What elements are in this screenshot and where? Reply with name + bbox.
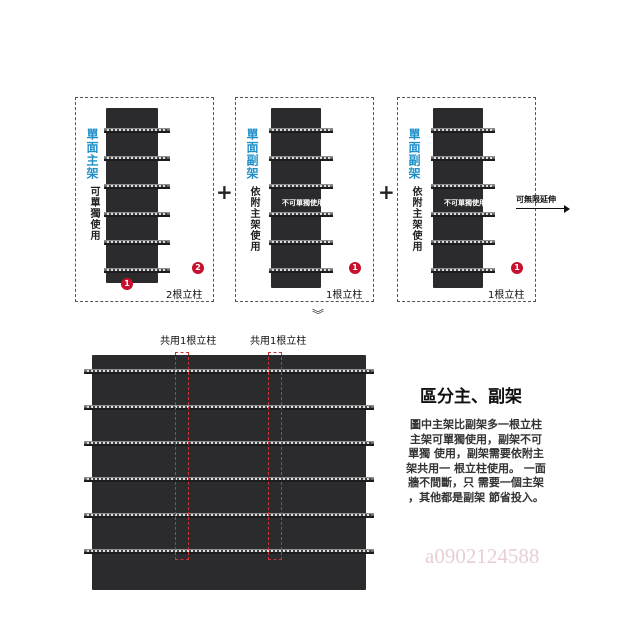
sub-shelf-module: 單面副架 依附主架使用 不可單獨使用 1 1根立柱	[397, 97, 536, 302]
module-title: 單面副架	[245, 128, 259, 180]
shelf-unit-image	[269, 108, 333, 288]
shelf-unit-image	[431, 108, 495, 288]
shelf-board	[269, 128, 333, 133]
combined-shelf-image	[84, 355, 374, 590]
module-title: 單面副架	[407, 128, 421, 180]
shelf-board	[104, 240, 170, 245]
post-count: 1根立柱	[326, 290, 363, 301]
paragraph-line: 架共用一 根立柱使用。 一面	[406, 461, 546, 475]
shelf-board	[104, 212, 170, 217]
module-desc: 依附主架使用	[248, 186, 259, 252]
paragraph-line: 單獨 使用，副架需要依附主	[408, 447, 544, 460]
post-count: 2根立柱	[166, 290, 203, 301]
shelf-board	[84, 369, 374, 374]
arrow-icon	[516, 208, 566, 209]
post-badge: 1	[511, 262, 523, 274]
shelf-board	[269, 184, 333, 189]
shared-post-label: 共用1根立柱	[160, 336, 217, 347]
shelf-board	[269, 156, 333, 161]
shared-post-label: 共用1根立柱	[250, 336, 307, 347]
post-badge: 2	[192, 262, 204, 274]
shelf-board	[431, 128, 495, 133]
paragraph-line: 圖中主架比副架多一根立柱	[410, 418, 542, 431]
sub-shelf-module: 單面副架 依附主架使用 不可單獨使用 1 1根立柱	[235, 97, 374, 302]
shelf-board	[431, 268, 495, 273]
description-paragraph: 圖中主架比副架多一根立柱主架可單獨使用，副架不可單獨 使用，副架需要依附主架共用…	[386, 418, 566, 505]
plus-sign: +	[216, 180, 233, 204]
shelf-board	[269, 268, 333, 273]
paragraph-line: 主架可單獨使用，副架不可	[410, 432, 542, 446]
shelf-board	[269, 240, 333, 245]
shelf-board	[84, 441, 374, 446]
shelf-unit-image	[104, 108, 170, 283]
post-count: 1根立柱	[488, 290, 525, 301]
shared-post-highlight	[268, 352, 282, 560]
paragraph-line: 牆不間斷，只 需要一個主架	[408, 476, 544, 489]
chevron-down-icon: ︾	[312, 308, 325, 322]
post-badge: 1	[121, 278, 133, 290]
watermark: a0902124588	[425, 544, 540, 568]
shelf-board	[84, 549, 374, 554]
shelf-board	[104, 156, 170, 161]
shelf-board	[431, 184, 495, 189]
module-desc: 可單獨使用	[88, 186, 99, 241]
arrow-head-icon	[564, 205, 570, 213]
shelf-board	[104, 268, 170, 273]
shelf-board	[431, 212, 495, 217]
overlay-text: 不可單獨使用	[444, 199, 486, 207]
shelf-board	[431, 156, 495, 161]
shelf-board	[269, 212, 333, 217]
shelf-board	[104, 128, 170, 133]
shared-post-highlight	[175, 352, 189, 560]
overlay-text: 不可單獨使用	[282, 199, 324, 207]
extend-label: 可無限延伸	[516, 195, 556, 204]
plus-sign: +	[378, 180, 395, 204]
post-badge: 1	[349, 262, 361, 274]
module-desc: 依附主架使用	[410, 186, 421, 252]
paragraph-line: ，其他都是副架 節省投入。	[408, 490, 544, 504]
heading: 區分主、副架	[420, 387, 522, 407]
shelf-board	[84, 405, 374, 410]
shelf-board	[431, 240, 495, 245]
main-shelf-module: 單面主架 可單獨使用 1 2 2根立柱	[75, 97, 214, 302]
shelf-board	[84, 477, 374, 482]
shelf-board	[84, 513, 374, 518]
shelf-board	[104, 184, 170, 189]
module-title: 單面主架	[85, 128, 99, 180]
